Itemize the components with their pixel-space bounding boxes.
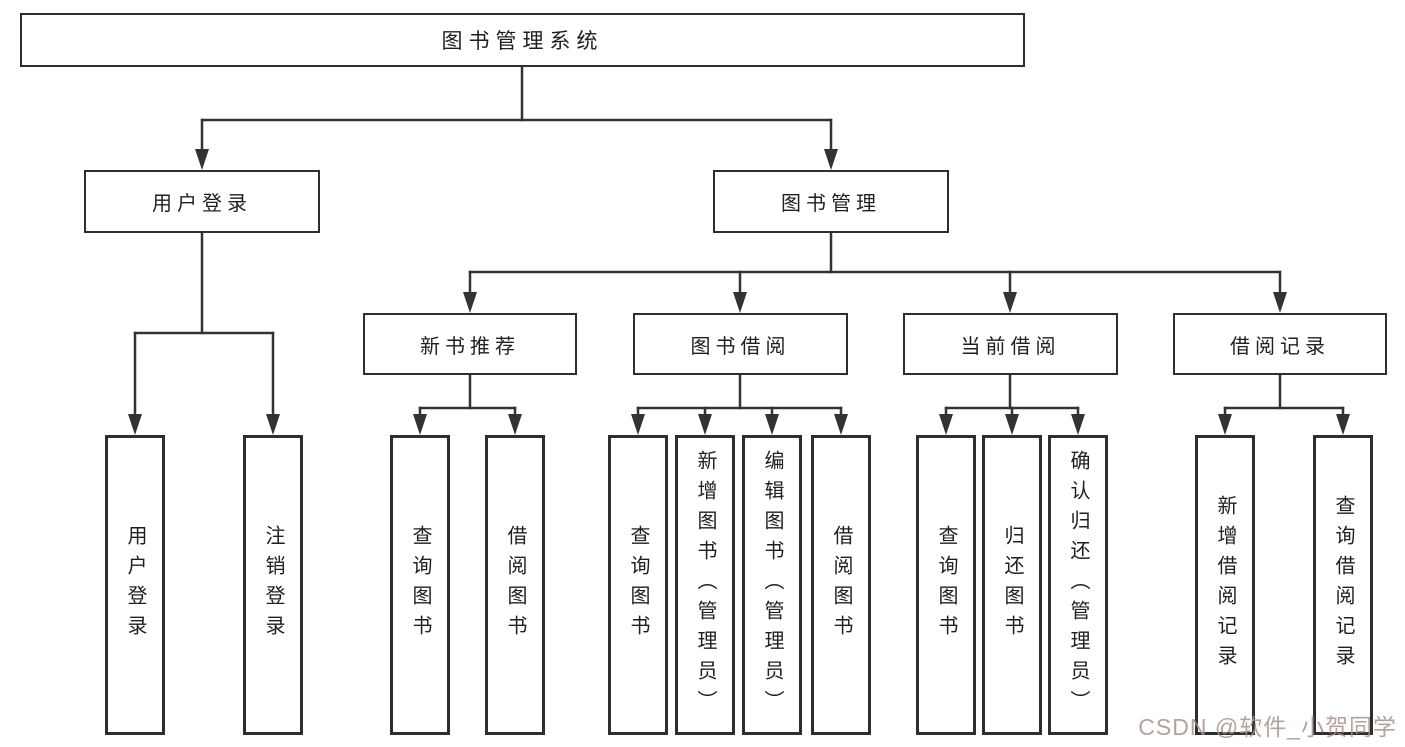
leaf-confirm-return-admin-label: 确认归还（管理员） <box>1067 450 1089 720</box>
arrow-leaf-c4 <box>834 414 848 435</box>
watermark: CSDN @软件_小贺同学 <box>1138 714 1397 740</box>
leaf-user-login: 用户登录 <box>105 435 165 735</box>
arrow-leaf-d1 <box>939 414 953 435</box>
arrow-leaf-e1 <box>1218 414 1232 435</box>
leaf-query-book-3-label: 查询图书 <box>935 525 957 645</box>
node-book-borrow-label: 图书借阅 <box>690 335 791 358</box>
leaf-borrow-book-1: 借阅图书 <box>485 435 545 735</box>
arrow-leaf-c1 <box>631 414 645 435</box>
node-current-borrow-label: 当前借阅 <box>960 335 1061 358</box>
node-borrow-record-label: 借阅记录 <box>1230 335 1330 358</box>
leaf-borrow-book-2: 借阅图书 <box>811 435 871 735</box>
arrow-leaf-user-login <box>128 414 142 435</box>
arrow-borrow-record <box>1273 292 1287 313</box>
arrow-leaf-d3 <box>1071 414 1085 435</box>
arrow-current-borrow <box>1003 292 1017 313</box>
leaf-add-book-admin: 新增图书（管理员） <box>675 435 735 735</box>
arrow-leaf-b1 <box>413 414 427 435</box>
leaf-return-book-label: 归还图书 <box>1001 525 1023 645</box>
leaf-query-borrow-record: 查询借阅记录 <box>1313 435 1373 735</box>
arrow-leaf-e2 <box>1336 414 1350 435</box>
arrow-user-login <box>195 149 209 170</box>
node-new-book-recommend-label: 新书推荐 <box>420 335 520 358</box>
leaf-logout: 注销登录 <box>243 435 303 735</box>
leaf-query-borrow-record-label: 查询借阅记录 <box>1332 495 1354 675</box>
leaf-query-book-1-label: 查询图书 <box>409 525 431 645</box>
arrow-leaf-logout <box>266 414 280 435</box>
node-borrow-record: 借阅记录 <box>1173 313 1387 375</box>
leaf-query-book-3: 查询图书 <box>916 435 976 735</box>
leaf-edit-book-admin: 编辑图书（管理员） <box>742 435 802 735</box>
leaf-confirm-return-admin: 确认归还（管理员） <box>1048 435 1108 735</box>
leaf-add-borrow-record: 新增借阅记录 <box>1195 435 1255 735</box>
leaf-borrow-book-1-label: 借阅图书 <box>504 525 526 645</box>
leaf-query-book-2: 查询图书 <box>608 435 668 735</box>
leaf-add-book-admin-label: 新增图书（管理员） <box>694 450 716 720</box>
leaf-user-login-label: 用户登录 <box>124 525 146 645</box>
node-user-login: 用户登录 <box>84 170 320 233</box>
arrow-new-book <box>463 292 477 313</box>
arrow-leaf-d2 <box>1005 414 1019 435</box>
node-root: 图书管理系统 <box>20 13 1025 67</box>
arrow-leaf-c2 <box>698 414 712 435</box>
node-user-login-label: 用户登录 <box>152 193 252 215</box>
arrow-leaf-b2 <box>508 414 522 435</box>
node-book-management: 图书管理 <box>713 170 949 233</box>
arrow-leaf-c3 <box>765 414 779 435</box>
leaf-edit-book-admin-label: 编辑图书（管理员） <box>761 450 783 720</box>
leaf-return-book: 归还图书 <box>982 435 1042 735</box>
leaf-add-borrow-record-label: 新增借阅记录 <box>1214 495 1236 675</box>
leaf-query-book-2-label: 查询图书 <box>627 525 649 645</box>
arrow-book-borrow <box>733 292 747 313</box>
node-new-book-recommend: 新书推荐 <box>363 313 577 375</box>
node-book-borrow: 图书借阅 <box>633 313 848 375</box>
node-root-label: 图书管理系统 <box>441 30 604 53</box>
leaf-query-book-1: 查询图书 <box>390 435 450 735</box>
leaf-borrow-book-2-label: 借阅图书 <box>830 525 852 645</box>
node-book-management-label: 图书管理 <box>781 193 881 215</box>
arrow-book-management <box>824 149 838 170</box>
node-current-borrow: 当前借阅 <box>903 313 1118 375</box>
leaf-logout-label: 注销登录 <box>262 525 284 645</box>
